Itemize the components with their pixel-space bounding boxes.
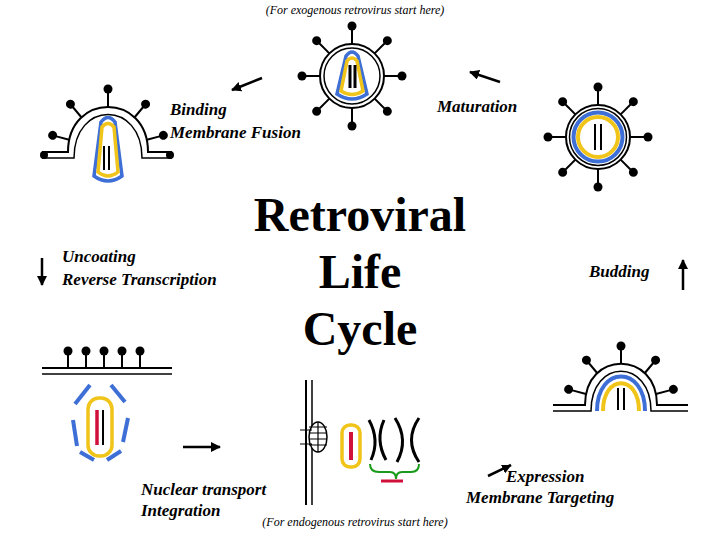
env-spike	[630, 133, 653, 142]
cycle-arrow	[232, 78, 262, 90]
stage-label: Maturation	[437, 97, 517, 117]
env-stalk	[121, 354, 123, 368]
cycle-arrow	[470, 72, 500, 82]
nuclear-membrane	[305, 380, 307, 505]
stage-label: Reverse Transcription	[62, 270, 217, 290]
membrane-knob	[166, 151, 174, 159]
capsid-shell	[94, 118, 122, 182]
env-knob	[82, 347, 91, 356]
preintegration-complex	[342, 425, 360, 467]
env-knob	[118, 347, 127, 356]
rna-strand	[594, 124, 596, 150]
stage-label: Binding	[170, 100, 227, 120]
cycle-arrow	[183, 446, 220, 449]
cell-membrane	[553, 371, 688, 411]
diagram-title: Retroviral Life Cycle	[254, 186, 466, 357]
env-spike	[384, 72, 407, 81]
budding-virion	[553, 342, 688, 412]
env-spike	[655, 384, 679, 399]
stage-label: Membrane Targeting	[466, 488, 614, 508]
cycle-arrow	[41, 258, 44, 285]
nuclear-entry	[300, 380, 419, 505]
env-spike	[594, 83, 603, 106]
stage-label: Uncoating	[62, 247, 136, 267]
capsid-fragment	[75, 385, 90, 404]
viral-envelope	[570, 109, 627, 166]
capsid-fragment	[123, 418, 128, 442]
cell-membrane	[42, 367, 172, 369]
rna-strand	[617, 388, 619, 410]
capsid-fragment	[111, 385, 125, 402]
viral-envelope	[324, 48, 380, 104]
env-stalk	[85, 354, 87, 368]
gag-layer	[597, 377, 645, 412]
env-spike	[594, 169, 603, 192]
env-knob	[136, 347, 145, 356]
integrated-provirus	[381, 480, 403, 483]
env-spike	[104, 85, 113, 108]
rna-strand	[102, 410, 104, 445]
env-stalk	[67, 354, 69, 368]
rna-strand	[103, 146, 105, 170]
env-spike	[348, 22, 357, 45]
env-stalk	[103, 354, 105, 368]
stage-label: Expression	[506, 467, 584, 487]
capsid-core	[88, 398, 112, 456]
rna-strand	[623, 388, 625, 410]
dna-strand	[349, 432, 353, 460]
rna-strand	[108, 146, 110, 170]
chromosome	[369, 420, 386, 460]
capsid-shell	[337, 52, 367, 99]
rna-strand	[349, 65, 352, 88]
nuclear-pore	[300, 422, 327, 452]
rna-strand	[600, 124, 602, 150]
stage-label: Budding	[589, 262, 649, 282]
stage-label: Integration	[141, 501, 220, 521]
cell-membrane	[42, 373, 172, 375]
gag-layer	[578, 117, 618, 157]
env-knob	[100, 347, 109, 356]
start-note: (For exogenous retrovirus start here)	[266, 3, 445, 17]
chromosome	[395, 418, 419, 462]
uncoating-capsid	[42, 347, 172, 461]
capsid-core	[341, 58, 363, 95]
env-spike	[348, 108, 357, 131]
env-spike	[563, 384, 587, 399]
gag-layer	[574, 113, 623, 162]
fusing-virion	[40, 85, 174, 182]
capsid-core	[98, 124, 118, 177]
stage-label: Membrane Fusion	[170, 123, 301, 143]
env-spike	[47, 130, 71, 145]
env-knob	[64, 347, 73, 356]
gag-layer	[603, 383, 639, 411]
env-spike	[617, 342, 626, 365]
host-dna-brace	[370, 464, 419, 479]
dna-strand	[95, 410, 99, 445]
cycle-arrow	[682, 260, 685, 290]
cycle-arrows	[42, 72, 683, 476]
viral-envelope	[320, 44, 384, 108]
start-note: (For endogenous retrovirus start here)	[262, 515, 447, 529]
env-spike	[145, 130, 169, 145]
mature-virion	[298, 22, 407, 131]
membrane-knob	[40, 151, 48, 159]
stage-label: Nuclear transport	[141, 480, 266, 500]
rna-strand	[354, 65, 357, 88]
capsid-fragment	[73, 420, 77, 446]
env-stalk	[139, 354, 141, 368]
env-spike	[544, 133, 567, 142]
viral-envelope	[566, 105, 630, 169]
immature-virion	[544, 83, 653, 192]
env-spike	[298, 72, 321, 81]
